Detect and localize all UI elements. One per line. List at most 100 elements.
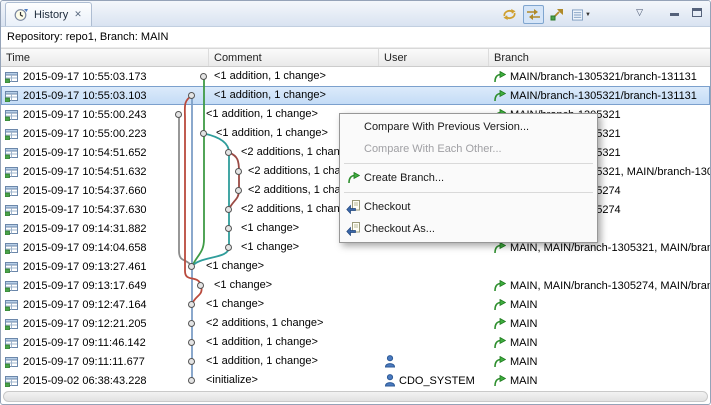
table-row[interactable]: 2015-09-17 09:12:47.164 <1 change> MAIN [1, 295, 710, 314]
context-menu-item[interactable]: Create Branch... [342, 167, 595, 189]
context-menu: Compare With Previous Version... Compare… [339, 113, 598, 243]
graph-commit-dot [225, 244, 232, 251]
commit-icon [5, 280, 18, 292]
table-row[interactable]: 2015-09-17 09:14:04.658 <1 change> MAIN,… [1, 238, 710, 257]
commit-time-cell: 2015-09-17 10:55:03.173 [1, 67, 209, 86]
graph-commit-dot [225, 149, 232, 156]
commit-user-cell: CDO_SYSTEM [385, 371, 475, 390]
close-icon[interactable]: ✕ [74, 9, 82, 19]
table-row[interactable]: 2015-09-17 10:55:03.103 <1 addition, 1 c… [1, 86, 710, 105]
menu-item-icon [342, 222, 364, 236]
commit-icon [5, 147, 18, 159]
branch-icon [493, 355, 506, 368]
commit-branch-cell: MAIN/branch-1305321/branch-131131 [493, 67, 710, 86]
commit-time-label: 2015-09-17 10:55:00.223 [23, 127, 147, 140]
menu-item-label: Create Branch... [364, 172, 445, 184]
table-row[interactable]: 2015-09-02 06:38:43.228 <initialize> CDO… [1, 371, 710, 390]
commit-comment-label: <2 additions, 1 change> [206, 317, 324, 329]
menu-item-icon [342, 172, 364, 184]
commit-branch-label: MAIN [510, 355, 538, 368]
branch-icon [493, 298, 506, 311]
commit-time-label: 2015-09-17 10:55:03.173 [23, 70, 147, 83]
branch-icon [493, 336, 506, 349]
commit-branch-label: MAIN [510, 317, 538, 330]
commit-comment-label: <1 change> [214, 279, 273, 291]
table-row[interactable]: 2015-09-17 09:14:31.882 <1 change> [1, 219, 710, 238]
graph-commit-dot [225, 225, 232, 232]
commit-branch-label: MAIN [510, 298, 538, 311]
tab-label: History [34, 8, 69, 21]
view-toolbar: ▼ [499, 5, 592, 24]
table-row[interactable]: 2015-09-17 09:11:11.677 <1 addition, 1 c… [1, 352, 710, 371]
commit-branch-cell: MAIN [493, 333, 710, 352]
tab-history[interactable]: History ✕ [5, 2, 92, 26]
commit-branch-cell: MAIN [493, 314, 710, 333]
window-controls: ▽ [636, 7, 702, 18]
branch-icon [493, 89, 506, 102]
commit-comment-label: <2 additions, 1 change> [248, 184, 366, 196]
commit-comment-label: <1 addition, 1 change> [214, 89, 326, 101]
link-with-editor-icon[interactable] [523, 5, 544, 24]
commit-comment-label: <1 change> [241, 241, 300, 253]
table-row[interactable]: 2015-09-17 09:12:21.205 <2 additions, 1 … [1, 314, 710, 333]
commit-icon [5, 299, 18, 311]
column-header-branch[interactable]: Branch [494, 52, 529, 64]
commit-branch-label: MAIN/branch-1305321/branch-131131 [510, 89, 697, 102]
context-menu-item: Compare With Each Other... [342, 138, 595, 160]
commit-time-cell: 2015-09-02 06:38:43.228 [1, 371, 209, 390]
table-row[interactable]: 2015-09-17 09:11:46.142 <1 addition, 1 c… [1, 333, 710, 352]
column-header-comment[interactable]: Comment [209, 49, 379, 66]
table-row[interactable]: 2015-09-17 10:55:03.173 <1 addition, 1 c… [1, 67, 710, 86]
history-icon [14, 8, 29, 22]
commit-time-label: 2015-09-17 09:12:21.205 [23, 317, 147, 330]
layout-menu-icon[interactable]: ▼ [571, 5, 592, 24]
commit-icon [5, 223, 18, 235]
commit-time-cell: 2015-09-17 09:13:27.461 [1, 257, 209, 276]
commit-icon [5, 71, 18, 83]
column-header-user[interactable]: User [379, 49, 489, 66]
commit-branch-cell: MAIN, MAIN/branch-1305274, MAIN/branch-1… [493, 276, 710, 295]
commit-comment-label: <initialize> [206, 374, 258, 386]
checkout-icon [346, 222, 360, 236]
column-header-time[interactable]: Time [1, 49, 209, 66]
minimize-icon[interactable] [670, 13, 679, 16]
table-header: Time Comment User Branch [1, 48, 710, 67]
commit-user-label: CDO_SYSTEM [399, 374, 475, 387]
commit-time-cell: 2015-09-17 09:12:21.205 [1, 314, 209, 333]
open-new-view-icon[interactable] [547, 5, 568, 24]
table-row[interactable]: 2015-09-17 09:13:17.649 <1 change> MAIN,… [1, 276, 710, 295]
repository-info-bar: Repository: repo1, Branch: MAIN [1, 27, 710, 48]
context-menu-item[interactable]: Checkout [342, 196, 595, 218]
commit-time-cell: 2015-09-17 10:54:51.652 [1, 143, 209, 162]
graph-commit-dot [225, 206, 232, 213]
scrollbar-thumb[interactable] [3, 391, 708, 402]
commit-time-label: 2015-09-17 10:55:03.103 [23, 89, 147, 102]
view-menu-icon[interactable]: ▽ [636, 7, 643, 17]
graph-commit-dot [200, 130, 207, 137]
table-row[interactable]: 2015-09-17 09:13:27.461 <1 change> [1, 257, 710, 276]
commit-branch-label: MAIN [510, 336, 538, 349]
commit-comment-label: <2 additions, 1 change> [248, 165, 366, 177]
graph-commit-dot [188, 263, 195, 270]
commit-icon [5, 261, 18, 273]
graph-commit-dot [188, 339, 195, 346]
context-menu-item[interactable]: Checkout As... [342, 218, 595, 240]
maximize-icon[interactable] [692, 8, 702, 17]
commit-branch-cell: MAIN/branch-1305321/branch-131131 [493, 86, 710, 105]
tab-bar: History ✕ [1, 1, 710, 27]
commit-user-cell [385, 352, 399, 371]
commit-time-cell: 2015-09-17 09:11:11.677 [1, 352, 209, 371]
commit-time-label: 2015-09-02 06:38:43.228 [23, 374, 147, 387]
commit-comment-label: <1 change> [241, 222, 300, 234]
commit-time-cell: 2015-09-17 09:13:17.649 [1, 276, 209, 295]
refresh-icon[interactable] [499, 5, 520, 24]
graph-commit-dot [188, 92, 195, 99]
graph-commit-dot [188, 301, 195, 308]
graph-commit-dot [235, 168, 242, 175]
branch-icon [493, 317, 506, 330]
commit-comment-label: <2 additions, 1 change> [241, 203, 359, 215]
graph-commit-dot [235, 187, 242, 194]
menu-item-label: Checkout As... [364, 223, 435, 235]
context-menu-item[interactable]: Compare With Previous Version... [342, 116, 595, 138]
